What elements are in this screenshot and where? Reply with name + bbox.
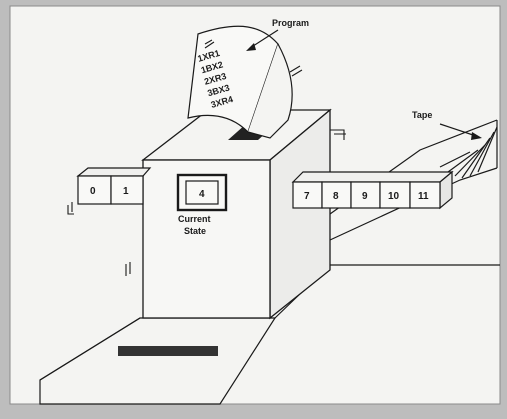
tape-cell-label: 7 — [304, 191, 310, 202]
tape-cell-label: 9 — [362, 191, 368, 202]
tape-cell-label: 1 — [123, 186, 129, 197]
current-state-label: Current — [178, 214, 211, 224]
tape-cell-label: 0 — [90, 186, 96, 197]
tape-cell-label: 8 — [333, 191, 339, 202]
floor-tape-slot — [118, 346, 218, 356]
current-state-value: 4 — [199, 189, 205, 200]
tape-label: Tape — [412, 110, 432, 120]
current-state-label: State — [184, 226, 206, 236]
tape-cell-label: 10 — [388, 191, 400, 202]
program-label: Program — [272, 18, 309, 28]
tape-left — [78, 168, 150, 204]
tape-cell-label: 11 — [418, 191, 429, 202]
tape-right — [293, 172, 452, 208]
